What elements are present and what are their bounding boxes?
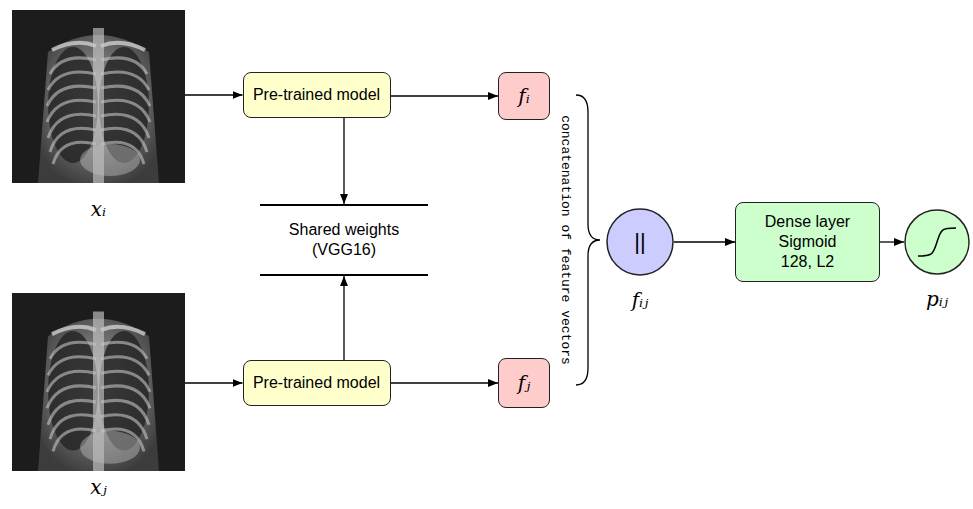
node-text: Sigmoid (779, 232, 837, 252)
image-node: xᵢ (12, 10, 185, 183)
xray-image (12, 293, 185, 471)
brace-label: concatenation of feature vectors (558, 115, 573, 365)
text-holder (12, 293, 185, 471)
node-text: 128, L2 (781, 252, 834, 272)
circle-outline (904, 209, 970, 275)
image-node: xⱼ (12, 293, 185, 471)
text-holder: fᵢ (499, 73, 549, 119)
text-holder (904, 209, 970, 275)
circle-shape (905, 210, 969, 274)
model-box: Pre-trained model (243, 72, 391, 118)
shared-weights: Shared weights (VGG16) (260, 204, 428, 276)
sigmoid-circle: pᵢⱼ (904, 209, 970, 275)
feature-box: fᵢ (498, 72, 550, 120)
node-caption: xᵢ (91, 197, 106, 221)
text-holder: Pre-trained model (244, 73, 390, 117)
node-text: Pre-trained model (253, 373, 380, 393)
node-text: Shared weights (VGG16) (279, 220, 409, 260)
arrow-connector (343, 276, 344, 360)
node-caption: fᵢⱼ (632, 288, 649, 312)
arrow-connector (880, 241, 904, 242)
sigmoid-symbol (918, 228, 956, 256)
node-text: || (634, 228, 645, 256)
node-text: fᵢ (518, 84, 529, 108)
circle-shape (607, 209, 673, 275)
arrow-connector (343, 118, 344, 204)
text-holder: Dense layerSigmoid128, L2 (736, 203, 879, 281)
node-text: Pre-trained model (253, 85, 380, 105)
feature-box: fⱼ (498, 358, 550, 408)
text-holder: Shared weights (VGG16) (260, 206, 428, 274)
node-caption: pᵢⱼ (926, 287, 948, 311)
xray-image (12, 10, 185, 183)
text-holder: fⱼ (499, 359, 549, 407)
node-text: Dense layer (765, 212, 850, 232)
arrow-connector (674, 241, 735, 242)
text-holder: || (606, 208, 674, 276)
arrow-connector (391, 95, 499, 96)
arrow-connector (391, 382, 499, 383)
node-caption: xⱼ (90, 475, 107, 499)
concat-circle: ||fᵢⱼ (606, 208, 674, 276)
curly-brace (576, 95, 600, 385)
model-box: Pre-trained model (243, 360, 391, 406)
arrow-connector (185, 94, 243, 95)
text-holder: Pre-trained model (244, 361, 390, 405)
node-text: fⱼ (518, 371, 531, 395)
arrow-connector (185, 382, 243, 383)
dense-box: Dense layerSigmoid128, L2 (735, 202, 880, 282)
text-holder (12, 10, 185, 183)
